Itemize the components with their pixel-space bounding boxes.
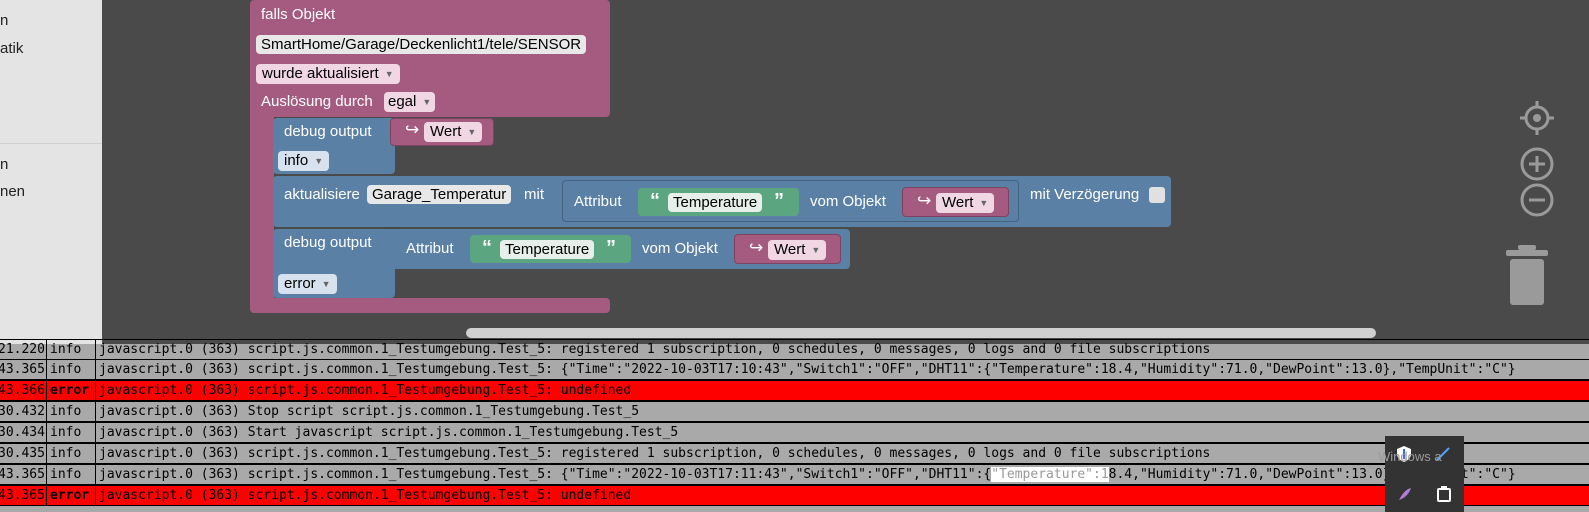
condition-value: wurde aktualisiert bbox=[262, 65, 379, 82]
sidebar: n atik n nen bbox=[0, 0, 102, 344]
log-time: 30.435 bbox=[0, 446, 45, 461]
log-row-error: 43.365 error javascript.0 (363) script.j… bbox=[0, 485, 1589, 506]
ack-value: egal bbox=[388, 93, 417, 110]
chevron-down-icon: ▼ bbox=[384, 69, 394, 80]
debug1-label: debug output bbox=[284, 123, 372, 140]
ack-dropdown[interactable]: egal ▼ bbox=[384, 92, 436, 112]
open-quote-icon: “ bbox=[650, 190, 660, 212]
trash-icon[interactable] bbox=[1504, 245, 1550, 307]
chevron-down-icon: ▼ bbox=[467, 127, 477, 138]
open-quote-icon: “ bbox=[482, 237, 492, 259]
variable-arrow-icon: ↪ bbox=[405, 120, 420, 139]
log-time: 30.434 bbox=[0, 425, 45, 440]
variable-arrow-icon: ↪ bbox=[917, 191, 932, 210]
log-level: info bbox=[46, 444, 94, 463]
sidebar-item[interactable]: atik bbox=[0, 40, 24, 57]
variable-value: Wert bbox=[430, 123, 462, 140]
log-level: info bbox=[46, 360, 94, 379]
log-time: 43.366 bbox=[0, 383, 45, 398]
trigger-title: falls Objekt bbox=[261, 6, 336, 23]
attribute-label-1: Attribut bbox=[574, 193, 622, 210]
sidebar-item[interactable]: n bbox=[0, 156, 9, 173]
variable-arrow-icon: ↪ bbox=[749, 238, 764, 257]
log-row: 30.434 info javascript.0 (363) Start jav… bbox=[0, 422, 1589, 443]
close-quote-icon: ” bbox=[606, 237, 616, 259]
trigger-block-footer bbox=[250, 298, 610, 313]
feather-icon[interactable] bbox=[1435, 446, 1451, 462]
debug1-level: info bbox=[284, 152, 309, 169]
variable-dropdown-3[interactable]: Wert ▼ bbox=[768, 240, 827, 260]
attribute-label-2: Attribut bbox=[406, 240, 454, 257]
variable-dropdown-1[interactable]: Wert ▼ bbox=[424, 122, 483, 142]
debug1-level-dropdown[interactable]: info ▼ bbox=[278, 151, 330, 171]
tray-overlay bbox=[1385, 436, 1464, 512]
trigger-block-spine bbox=[250, 110, 274, 310]
delay-label: mit Verzögerung bbox=[1030, 186, 1140, 203]
from-object-label-2: vom Objekt bbox=[642, 240, 718, 257]
log-message: javascript.0 (363) script.js.common.1_Te… bbox=[95, 444, 1210, 463]
log-level: info bbox=[46, 423, 94, 442]
log-message: javascript.0 (363) script.js.common.1_Te… bbox=[95, 340, 1210, 359]
log-row: 43.365 info javascript.0 (363) script.js… bbox=[0, 464, 1589, 485]
debug2-level-dropdown[interactable]: error ▼ bbox=[278, 274, 337, 294]
log-row: 21.220 info javascript.0 (363) script.js… bbox=[0, 339, 1589, 360]
workspace-horizontal-scrollbar[interactable] bbox=[466, 328, 1376, 338]
log-time: 43.365 bbox=[0, 467, 45, 482]
debug2-label: debug output bbox=[284, 234, 372, 251]
log-panel: 21.220 info javascript.0 (363) script.js… bbox=[0, 339, 1589, 512]
object-id-field[interactable]: SmartHome/Garage/Deckenlicht1/tele/SENSO… bbox=[256, 35, 587, 54]
log-level: info bbox=[46, 340, 94, 359]
zoom-in-icon[interactable] bbox=[1520, 147, 1554, 181]
log-time: 21.220 bbox=[0, 342, 45, 357]
shield-icon[interactable] bbox=[1397, 446, 1411, 462]
sidebar-divider bbox=[0, 143, 102, 144]
sidebar-item[interactable]: nen bbox=[0, 183, 26, 200]
windows-activation-text: Windows a bbox=[1378, 449, 1442, 464]
chevron-down-icon: ▼ bbox=[422, 97, 432, 108]
clipboard-icon[interactable] bbox=[1437, 486, 1451, 502]
chevron-down-icon: ▼ bbox=[321, 279, 331, 290]
zoom-out-icon[interactable] bbox=[1520, 183, 1554, 217]
log-level: error bbox=[46, 486, 94, 505]
log-row: 43.365 info javascript.0 (363) script.js… bbox=[0, 359, 1589, 380]
log-message: javascript.0 (363) script.js.common.1_Te… bbox=[95, 360, 1516, 379]
blockly-workspace[interactable]: falls Objekt SmartHome/Garage/Deckenlich… bbox=[102, 0, 1589, 344]
log-time: 30.432 bbox=[0, 404, 45, 419]
update-target-field[interactable]: Garage_Temperatur bbox=[367, 185, 512, 204]
chevron-down-icon: ▼ bbox=[811, 245, 821, 256]
from-object-label-1: vom Objekt bbox=[810, 193, 886, 210]
variable-value: Wert bbox=[942, 194, 974, 211]
log-message: javascript.0 (363) script.js.common.1_Te… bbox=[95, 486, 631, 505]
attribute-name-field-2[interactable]: Temperature bbox=[500, 240, 595, 259]
log-message-highlight: "Temperature":1 bbox=[991, 467, 1109, 482]
chevron-down-icon: ▼ bbox=[979, 198, 989, 209]
variable-dropdown-2[interactable]: Wert ▼ bbox=[936, 193, 995, 213]
variable-value: Wert bbox=[774, 241, 806, 258]
update-with-label: mit bbox=[524, 186, 544, 203]
log-row: 30.435 info javascript.0 (363) script.js… bbox=[0, 443, 1589, 464]
log-time: 43.365 bbox=[0, 488, 45, 503]
attribute-name-field-1[interactable]: Temperature bbox=[668, 193, 763, 212]
update-label: aktualisiere bbox=[284, 186, 360, 203]
log-message: javascript.0 (363) Start javascript scri… bbox=[95, 423, 678, 442]
close-quote-icon: ” bbox=[774, 190, 784, 212]
target-icon[interactable] bbox=[1520, 101, 1554, 135]
log-message-pre: javascript.0 (363) script.js.common.1_Te… bbox=[99, 467, 992, 482]
ack-label: Auslösung durch bbox=[261, 93, 373, 110]
log-level: error bbox=[46, 381, 94, 400]
log-row: 30.432 info javascript.0 (363) Stop scri… bbox=[0, 401, 1589, 422]
log-message: javascript.0 (363) script.js.common.1_Te… bbox=[95, 381, 631, 400]
log-message: javascript.0 (363) script.js.common.1_Te… bbox=[95, 465, 1516, 484]
log-level: info bbox=[46, 402, 94, 421]
log-level: info bbox=[46, 465, 94, 484]
sidebar-item[interactable]: n bbox=[0, 12, 9, 29]
chevron-down-icon: ▼ bbox=[314, 156, 324, 167]
condition-dropdown[interactable]: wurde aktualisiert ▼ bbox=[256, 64, 400, 84]
log-message: javascript.0 (363) Stop script script.js… bbox=[95, 402, 639, 421]
log-time: 43.365 bbox=[0, 362, 45, 377]
feather-icon[interactable] bbox=[1397, 486, 1413, 502]
debug2-level: error bbox=[284, 275, 316, 292]
log-row-error: 43.366 error javascript.0 (363) script.j… bbox=[0, 380, 1589, 401]
delay-checkbox[interactable] bbox=[1149, 187, 1165, 203]
